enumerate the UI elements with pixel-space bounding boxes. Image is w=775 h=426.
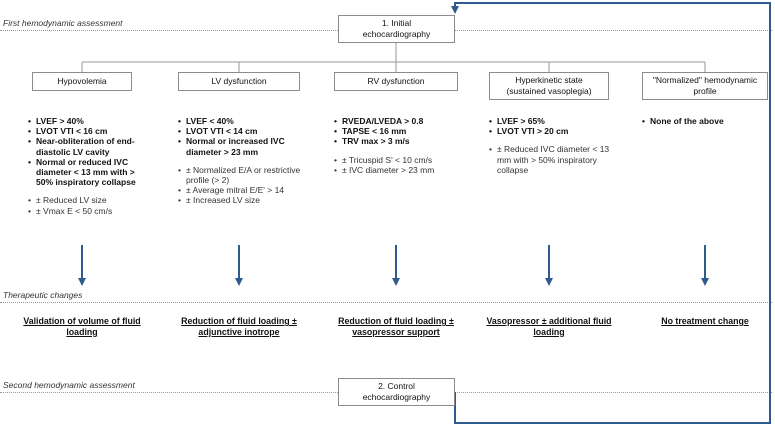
tree-connectors: [81, 43, 706, 72]
criterion-item: TRV max > 3 m/s: [334, 136, 462, 146]
criterion-item: Normal or reduced IVC diameter < 13 mm w…: [28, 157, 143, 188]
column-hyperkinetic: LVEF > 65% LVOT VTI > 20 cm ± Reduced IV…: [489, 116, 614, 175]
column-lv-dysfunction: LVEF < 40% LVOT VTI < 14 cm Normal or in…: [178, 116, 306, 206]
stage-label-first: First hemodynamic assessment: [3, 18, 123, 28]
category-box-normalized: "Normalized" hemodynamic profile: [642, 72, 768, 100]
criterion-item: Normal or increased IVC diameter > 23 mm: [178, 136, 306, 156]
therapy-rv-dysfunction: Reduction of fluid loading ± vasopressor…: [338, 316, 454, 337]
criterion-item: None of the above: [642, 116, 767, 126]
supporting-item: ± IVC diameter > 23 mm: [334, 165, 462, 175]
criterion-item: Near-obliteration of end-diastolic LV ca…: [28, 136, 143, 156]
supporting-item: ± Increased LV size: [178, 195, 306, 205]
criteria-list: LVEF < 40% LVOT VTI < 14 cm Normal or in…: [178, 116, 306, 157]
supporting-list: ± Tricuspid S' < 10 cm/s ± IVC diameter …: [334, 155, 462, 176]
column-rv-dysfunction: RVEDA/LVEDA > 0.8 TAPSE < 16 mm TRV max …: [334, 116, 462, 175]
criterion-item: LVOT VTI > 20 cm: [489, 126, 614, 136]
category-box-rv-dysfunction: RV dysfunction: [334, 72, 458, 91]
therapy-lv-dysfunction: Reduction of fluid loading ± adjunctive …: [181, 316, 297, 337]
category-box-lv-dysfunction: LV dysfunction: [178, 72, 300, 91]
stage-divider-therapeutic: [0, 302, 772, 303]
category-box-hypovolemia: Hypovolemia: [32, 72, 132, 91]
criterion-item: RVEDA/LVEDA > 0.8: [334, 116, 462, 126]
stage-label-therapeutic: Therapeutic changes: [3, 290, 83, 300]
therapy-normalized: No treatment change: [661, 316, 749, 326]
criteria-list: None of the above: [642, 116, 767, 126]
criteria-list: LVEF > 65% LVOT VTI > 20 cm: [489, 116, 614, 137]
column-hypovolemia: LVEF > 40% LVOT VTI < 16 cm Near-obliter…: [28, 116, 143, 216]
supporting-list: ± Normalized E/A or restrictive profile …: [178, 165, 306, 206]
supporting-list: ± Reduced LV size ± Vmax E < 50 cm/s: [28, 195, 143, 216]
category-box-hyperkinetic: Hyperkinetic state (sustained vasoplegia…: [489, 72, 609, 100]
therapy-hypovolemia: Validation of volume of fluid loading: [23, 316, 141, 337]
criterion-item: LVOT VTI < 14 cm: [178, 126, 306, 136]
criterion-item: LVEF < 40%: [178, 116, 306, 126]
criteria-list: LVEF > 40% LVOT VTI < 16 cm Near-obliter…: [28, 116, 143, 187]
initial-echo-box: 1. Initial echocardiography: [338, 15, 455, 43]
loop-back-arrow: [451, 2, 771, 424]
column-normalized: None of the above: [642, 116, 767, 126]
supporting-item: ± Reduced LV size: [28, 195, 143, 205]
control-echo-box: 2. Control echocardiography: [338, 378, 455, 406]
supporting-item: ± Average mitral E/E' > 14: [178, 185, 306, 195]
criterion-item: LVOT VTI < 16 cm: [28, 126, 143, 136]
supporting-item: ± Reduced IVC diameter < 13 mm with > 50…: [489, 144, 614, 175]
criteria-list: RVEDA/LVEDA > 0.8 TAPSE < 16 mm TRV max …: [334, 116, 462, 147]
stage-label-second: Second hemodynamic assessment: [3, 380, 135, 390]
supporting-item: ± Vmax E < 50 cm/s: [28, 206, 143, 216]
supporting-item: ± Tricuspid S' < 10 cm/s: [334, 155, 462, 165]
criterion-item: LVEF > 40%: [28, 116, 143, 126]
therapy-arrows: [78, 245, 709, 286]
therapy-hyperkinetic: Vasopressor ± additional fluid loading: [486, 316, 612, 337]
supporting-item: ± Normalized E/A or restrictive profile …: [178, 165, 306, 185]
criterion-item: TAPSE < 16 mm: [334, 126, 462, 136]
criterion-item: LVEF > 65%: [489, 116, 614, 126]
supporting-list: ± Reduced IVC diameter < 13 mm with > 50…: [489, 144, 614, 175]
